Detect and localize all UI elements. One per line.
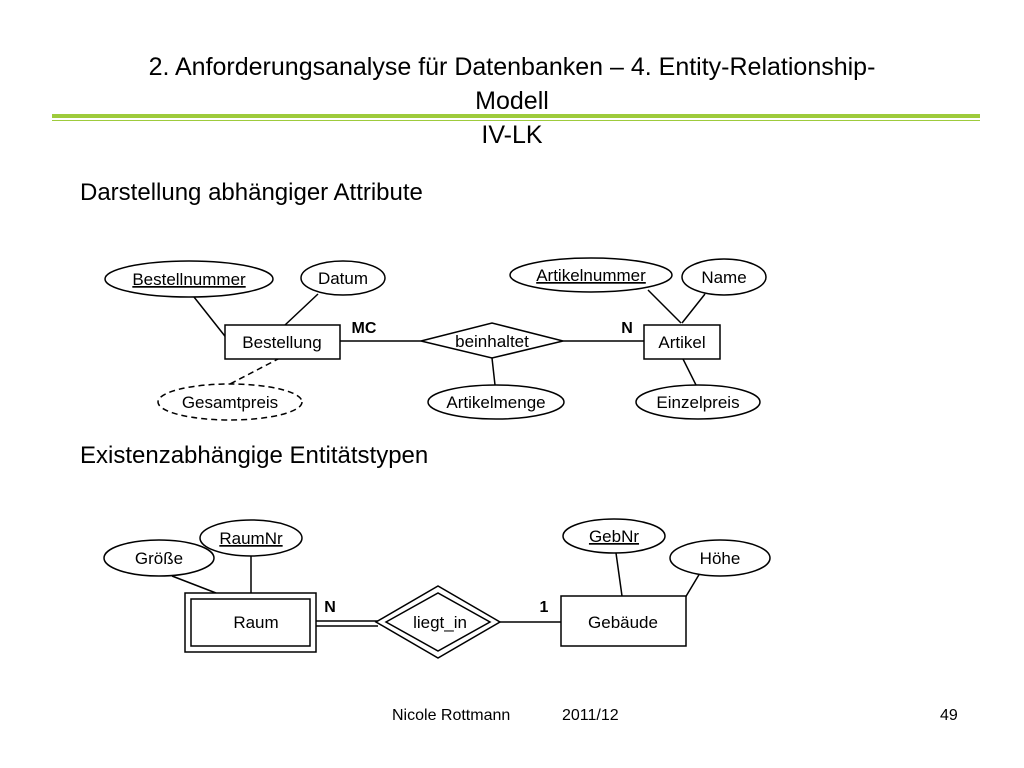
cardinality-1-gebaeude: 1: [540, 599, 549, 616]
line-hoehe-gebaeude: [684, 572, 701, 599]
attribute-einzelpreis: [635, 384, 761, 420]
cardinality-n-artikel: N: [621, 320, 633, 337]
footer-author: Nicole Rottmann: [392, 707, 511, 724]
attribute-einzelpreis-label: Einzelpreis: [656, 393, 739, 412]
attribute-bestellnummer-label: Bestellnummer: [132, 270, 246, 289]
attribute-gesamtpreis-label: Gesamtpreis: [182, 393, 278, 412]
line-bestellung-gesamtpreis: [229, 357, 281, 385]
attribute-name: [681, 258, 767, 296]
line-datum-bestellung: [284, 293, 319, 326]
attribute-groesse: [103, 539, 215, 577]
title-line-3: IV-LK: [481, 121, 543, 149]
line-bestellnummer-bestellung: [193, 296, 229, 341]
attribute-artikelmenge: [427, 384, 565, 420]
weak-entity-raum-inner: [190, 598, 311, 647]
line-groesse-raum: [171, 575, 217, 594]
attribute-datum-label: Datum: [318, 269, 368, 288]
line-gebnr-gebaeude: [615, 552, 623, 597]
attribute-datum: [300, 260, 386, 296]
attribute-groesse-label: Größe: [135, 549, 183, 568]
relationship-beinhaltet-label: beinhaltet: [455, 332, 529, 351]
relationship-liegt-in-label: liegt_in: [413, 613, 467, 632]
identifying-relationship-liegt-in-inner: [384, 592, 492, 652]
relationship-beinhaltet: [420, 322, 564, 359]
entity-artikel: [643, 324, 721, 360]
attribute-artikelmenge-label: Artikelmenge: [446, 393, 545, 412]
footer-page-number: 49: [940, 707, 958, 724]
attribute-hoehe-label: Höhe: [700, 549, 741, 568]
entity-gebaeude-label: Gebäude: [588, 613, 658, 632]
line-beinhaltet-artikelmenge: [491, 357, 496, 386]
diagram2-connectors: [171, 552, 701, 627]
attribute-gesamtpreis: [157, 383, 303, 421]
line-artikelnummer-artikel: [647, 289, 682, 324]
entity-gebaeude: [560, 595, 687, 647]
entity-bestellung: [224, 324, 341, 360]
attribute-artikelnummer: [509, 257, 673, 293]
diagram1-connectors: [193, 289, 706, 386]
attribute-bestellnummer: [104, 260, 274, 298]
attribute-gebnr: [562, 518, 666, 554]
line-name-artikel: [681, 293, 706, 324]
cardinality-n-raum: N: [324, 599, 336, 616]
entity-artikel-label: Artikel: [658, 333, 705, 352]
attribute-raumnr-label: RaumNr: [219, 529, 283, 548]
attribute-artikelnummer-label: Artikelnummer: [536, 266, 646, 285]
title-divider-thick: [52, 114, 980, 118]
footer-term: 2011/12: [562, 707, 619, 724]
title-line-1: 2. Anforderungsanalyse für Datenbanken –…: [148, 53, 876, 81]
section-heading-existence-dependent: Existenzabhängige Entitätstypen: [80, 442, 429, 469]
attribute-name-label: Name: [701, 268, 746, 287]
section-heading-dependent-attributes: Darstellung abhängiger Attribute: [80, 179, 423, 206]
cardinality-mc: MC: [352, 320, 377, 337]
title-divider-thin: [52, 120, 980, 121]
attribute-raumnr: [199, 519, 303, 557]
line-artikel-einzelpreis: [682, 358, 697, 386]
slide-title: 2. Anforderungsanalyse für Datenbanken –…: [0, 50, 1024, 152]
attribute-hoehe: [669, 539, 771, 577]
attribute-gebnr-label: GebNr: [589, 527, 639, 546]
entity-raum-label: Raum: [233, 613, 278, 632]
entity-bestellung-label: Bestellung: [242, 333, 321, 352]
title-line-2: Modell: [475, 87, 549, 115]
